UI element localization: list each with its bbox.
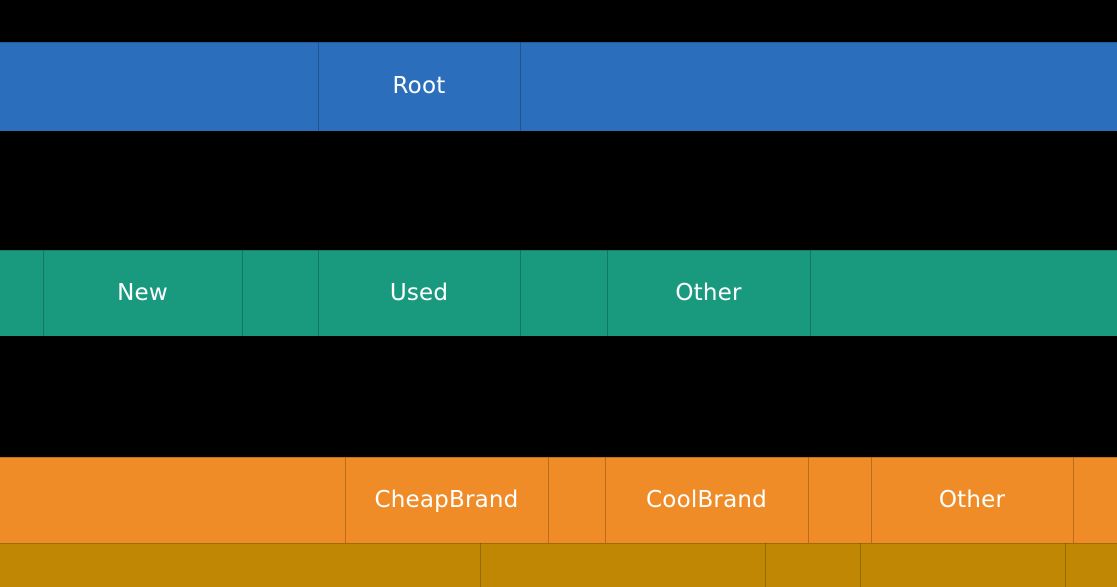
level-top-edge <box>0 543 1117 544</box>
icicle-node-unlabeled-l3-1[interactable] <box>480 543 765 587</box>
icicle-node-cheapbrand-l2[interactable]: CheapBrand <box>345 457 548 543</box>
icicle-node-unlabeled-l2-4[interactable] <box>808 457 871 543</box>
icicle-node-unlabeled-l3-3[interactable] <box>860 543 1065 587</box>
level-top-edge <box>0 457 1117 458</box>
icicle-node-coolbrand-l2[interactable]: CoolBrand <box>605 457 808 543</box>
partition-seam <box>242 250 243 336</box>
icicle-node-unlabeled-l1-4[interactable] <box>520 250 607 336</box>
partition-seam <box>1073 457 1074 543</box>
icicle-node-unlabeled-l0-2[interactable] <box>520 42 1117 131</box>
icicle-node-unlabeled-l2-2[interactable] <box>548 457 605 543</box>
icicle-node-label: Root <box>392 73 446 99</box>
partition-seam <box>1065 543 1066 587</box>
partition-seam <box>548 457 549 543</box>
icicle-node-unlabeled-l3-0[interactable] <box>0 543 480 587</box>
partition-seam <box>605 457 606 543</box>
partition-seam <box>345 457 346 543</box>
icicle-node-unlabeled-l3-2[interactable] <box>765 543 860 587</box>
partition-seam <box>607 250 608 336</box>
icicle-node-label: Other <box>938 486 1006 513</box>
partition-seam <box>808 457 809 543</box>
icicle-node-unlabeled-l1-6[interactable] <box>810 250 1117 336</box>
partition-seam <box>318 42 319 131</box>
icicle-node-unlabeled-l2-0[interactable] <box>0 457 345 543</box>
icicle-node-used-l1[interactable]: Used <box>318 250 520 336</box>
icicle-node-root-l0[interactable]: Root <box>318 42 520 131</box>
icicle-level-leaf-level <box>0 543 1117 587</box>
level-top-edge <box>0 42 1117 43</box>
icicle-node-unlabeled-l3-4[interactable] <box>1065 543 1117 587</box>
partition-seam <box>810 250 811 336</box>
partition-seam <box>318 250 319 336</box>
icicle-level-condition-level: New Used Other <box>0 250 1117 336</box>
icicle-node-unlabeled-l0-0[interactable] <box>0 42 318 131</box>
icicle-node-unlabeled-l1-0[interactable] <box>0 250 43 336</box>
icicle-node-other-l2[interactable]: Other <box>871 457 1073 543</box>
icicle-node-unlabeled-l1-2[interactable] <box>242 250 318 336</box>
partition-seam <box>765 543 766 587</box>
partition-seam <box>480 543 481 587</box>
icicle-node-other-l1[interactable]: Other <box>607 250 810 336</box>
partition-seam <box>43 250 44 336</box>
level-top-edge <box>0 250 1117 251</box>
icicle-level-root-level: Root <box>0 42 1117 131</box>
icicle-node-unlabeled-l2-6[interactable] <box>1073 457 1117 543</box>
icicle-node-label: CheapBrand <box>374 486 519 513</box>
partition-seam <box>520 42 521 131</box>
icicle-node-new-l1[interactable]: New <box>43 250 242 336</box>
partition-seam <box>871 457 872 543</box>
partition-seam <box>860 543 861 587</box>
icicle-node-label: Other <box>675 279 742 306</box>
partition-seam <box>520 250 521 336</box>
icicle-node-label: CoolBrand <box>646 486 767 513</box>
icicle-node-label: New <box>117 279 168 306</box>
icicle-level-brand-level: CheapBrand CoolBrand Other <box>0 457 1117 543</box>
icicle-node-label: Used <box>389 279 449 306</box>
